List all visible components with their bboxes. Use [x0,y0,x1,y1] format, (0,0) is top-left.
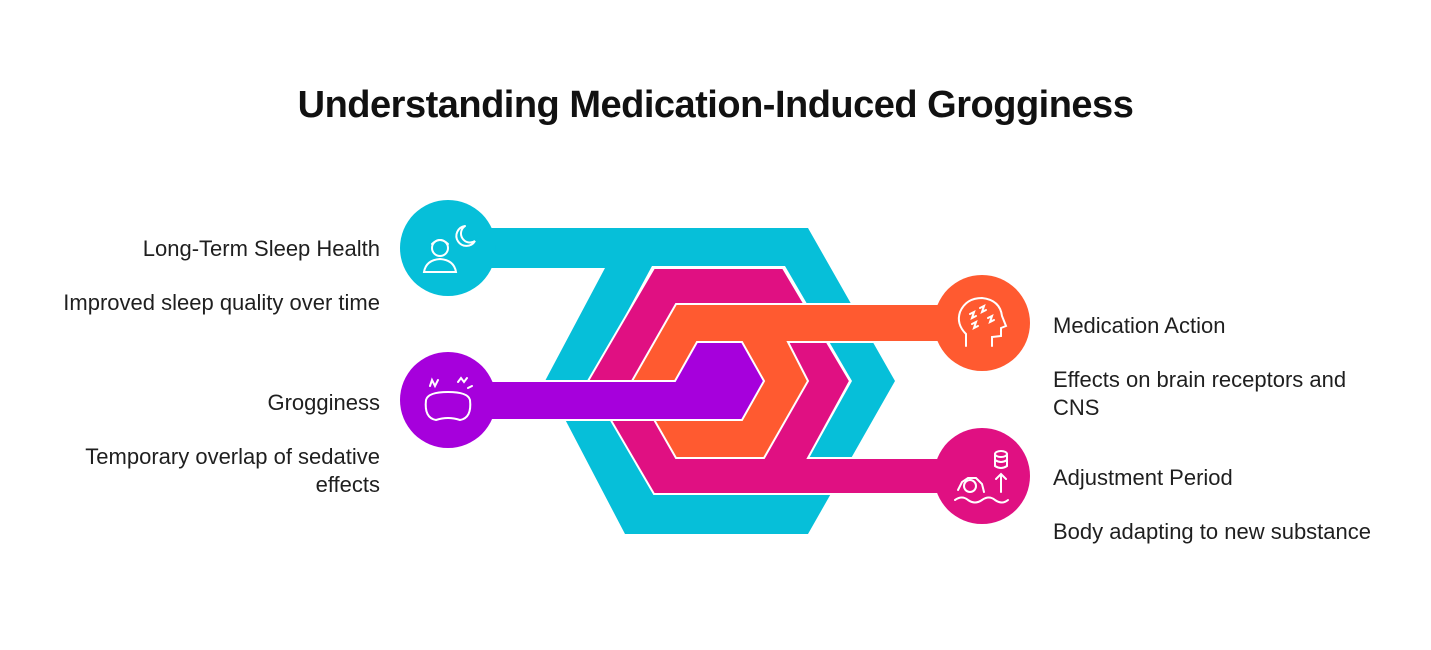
medication-action-description: Effects on brain receptors and CNS [1053,367,1347,420]
sleep-health-heading: Long-Term Sleep Health [142,236,380,261]
brain-head-icon [957,296,1008,347]
sleeping-person-moon-icon [422,225,476,273]
adjustment-period-heading: Adjustment Period [1053,465,1233,490]
sleep-health-node [400,200,496,296]
grogginess-heading: Grogginess [267,390,380,415]
sleep-health-description: Improved sleep quality over time [63,290,380,315]
sleep-mask-icon [424,376,473,422]
grogginess-node [400,352,496,448]
body-adapting-icon [954,450,1009,504]
adjustment-period-description: Body adapting to new substance [1053,519,1372,544]
purple-hexagon-band [449,341,766,421]
adjustment-period-node [934,428,1030,524]
medication-action-node [934,275,1030,371]
medication-action-heading: Medication Action [1053,313,1226,338]
page-title: Understanding Medication-Induced Groggin… [297,84,1134,126]
grogginess-description: Temporary overlap of sedative effects [85,444,380,497]
